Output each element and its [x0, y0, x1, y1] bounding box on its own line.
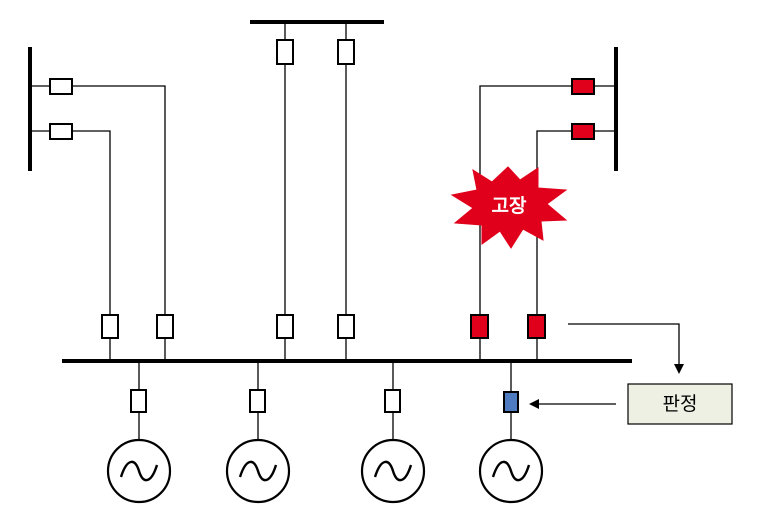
sine-wave-generator-icon — [491, 460, 531, 482]
breaker-right-1-remote-tripped — [571, 78, 595, 95]
right-line-2 — [536, 130, 616, 361]
breaker-top-2-local — [337, 314, 355, 339]
breaker-left-1-local — [156, 314, 174, 339]
breaker-left-1-remote — [49, 78, 73, 95]
left-line-1 — [30, 85, 166, 361]
sine-wave-generator-icon — [119, 460, 159, 482]
breaker-left-2-local — [101, 314, 119, 339]
breaker-top-2-remote — [337, 39, 355, 65]
relay-label: 판정 — [663, 393, 698, 415]
relay-judgement-box — [627, 383, 733, 425]
sine-wave-generator-icon — [373, 460, 413, 482]
left-line-2 — [30, 130, 111, 361]
breaker-right-2-remote-tripped — [571, 123, 595, 140]
breaker-right-1-local-tripped — [470, 314, 489, 339]
generator-3 — [360, 361, 426, 504]
fault-label: 고장 — [492, 195, 527, 217]
generator-4 — [478, 361, 544, 504]
generator-breaker-blue — [503, 391, 519, 413]
fault-burst-icon: 고장 — [450, 166, 568, 249]
sine-wave-generator-icon — [238, 460, 278, 482]
breaker-right-2-local-tripped — [527, 314, 546, 339]
generator-2 — [225, 361, 291, 504]
breaker-left-2-remote — [49, 123, 73, 140]
relay-signal: 판정 — [529, 323, 733, 425]
breaker-top-1-remote — [276, 39, 294, 65]
generator-1 — [106, 361, 172, 504]
arrow-icon — [568, 323, 684, 374]
breaker-top-1-local — [276, 314, 294, 339]
right-line-1 — [479, 85, 616, 361]
